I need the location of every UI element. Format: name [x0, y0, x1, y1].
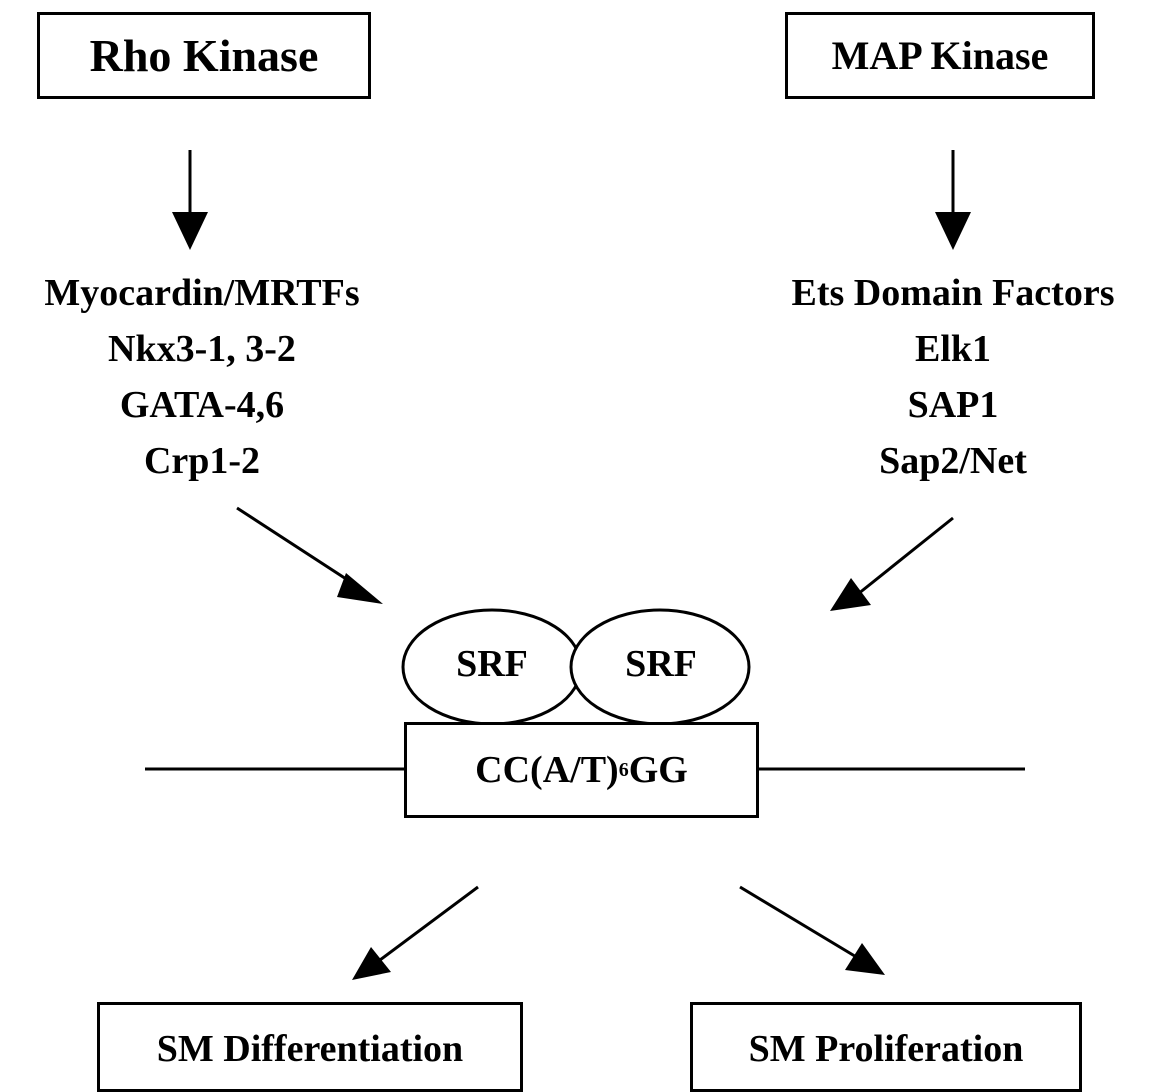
sm-differentiation-label: SM Differentiation: [156, 1028, 464, 1070]
map-kinase-label: MAP Kinase: [831, 33, 1049, 78]
arrow-left-factors-to-srf: [236, 506, 383, 604]
factor-elk1: Elk1: [914, 328, 992, 370]
factor-gata: GATA-4,6: [119, 384, 285, 426]
factor-crp: Crp1-2: [143, 440, 261, 482]
promoter-prefix: CC(A/T): [475, 749, 619, 791]
factor-sap1: SAP1: [907, 384, 999, 426]
map-downstream-factors: Ets Domain Factors Elk1 SAP1 Sap2/Net: [748, 265, 1158, 489]
rho-downstream-factors: Myocardin/MRTFs Nkx3-1, 3-2 GATA-4,6 Crp…: [0, 265, 404, 489]
sm-proliferation-label: SM Proliferation: [748, 1028, 1024, 1070]
rho-kinase-box: Rho Kinase: [37, 12, 371, 99]
factor-ets: Ets Domain Factors: [791, 272, 1115, 314]
promoter-suffix: GG: [628, 749, 688, 791]
arrow-srf-to-differentiation: [352, 885, 479, 980]
promoter-subscript: 6: [618, 758, 629, 781]
rho-kinase-label: Rho Kinase: [89, 30, 319, 81]
arrow-rho-to-factors: [172, 150, 208, 250]
arrow-map-to-factors: [935, 150, 971, 250]
srf-right-label: SRF: [625, 643, 697, 685]
sm-proliferation-box: SM Proliferation: [690, 1002, 1082, 1092]
factor-sap2-net: Sap2/Net: [879, 440, 1027, 482]
arrow-right-factors-to-srf: [830, 516, 954, 611]
factor-nkx: Nkx3-1, 3-2: [108, 328, 296, 370]
srf-left-label: SRF: [456, 643, 528, 685]
map-kinase-box: MAP Kinase: [785, 12, 1095, 99]
arrow-srf-to-proliferation: [739, 885, 885, 975]
factor-myocardin: Myocardin/MRTFs: [44, 272, 360, 314]
